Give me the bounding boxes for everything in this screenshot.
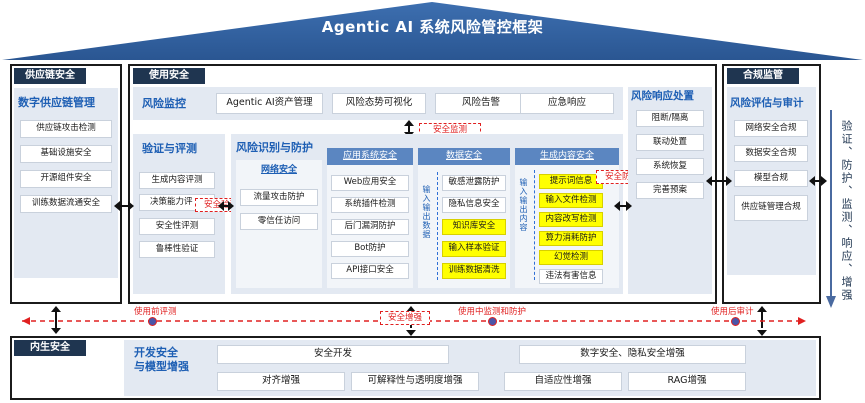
- supply-chain-tab: 供应链安全: [14, 68, 86, 84]
- verification-heading: 验证与评测: [142, 142, 197, 155]
- side-label: 验证、防护、监测、响应、增强: [840, 120, 853, 302]
- intrinsic-heading-2: 与模型增强: [134, 360, 189, 373]
- content-item-file: 输入文件检测: [539, 193, 603, 208]
- content-item-compute: 算力消耗防护: [539, 231, 603, 246]
- compliance-item-data: 数据安全合规: [734, 145, 808, 162]
- usage-tab: 使用安全: [133, 68, 205, 84]
- monitor-heading: 风险监控: [142, 97, 186, 110]
- mid-use-label: 使用中监测和防护: [458, 307, 527, 317]
- monitor-item-visualization: 风险态势可视化: [332, 93, 426, 114]
- response-item-recovery: 系统恢复: [636, 158, 704, 175]
- roof: [2, 2, 863, 60]
- intrinsic-item-rag: RAG增强: [628, 372, 746, 391]
- data-item-input-sample: 输入样本验证: [442, 241, 506, 257]
- compliance-tab: 合规监管: [727, 68, 799, 84]
- supply-item-opensource: 开源组件安全: [20, 170, 112, 188]
- verification-panel: [133, 134, 225, 294]
- compliance-item-supply: 供应链管理合规: [734, 195, 808, 221]
- content-item-illegal: 违法有害信息: [539, 269, 603, 284]
- intrinsic-item-adaptive: 自适应性增强: [504, 372, 622, 391]
- verify-item-content: 生成内容评测: [139, 172, 215, 189]
- intrinsic-item-privacy: 数字安全、隐私安全增强: [519, 345, 746, 364]
- mid-use-dot: [488, 317, 497, 326]
- response-item-block: 阻断/隔离: [636, 110, 704, 127]
- pre-use-label: 使用前评测: [134, 307, 177, 317]
- app-heading: 应用系统安全: [327, 148, 413, 165]
- app-item-bot: Bot防护: [331, 241, 409, 257]
- intrinsic-tab: 内生安全: [14, 340, 86, 356]
- intrinsic-heading-1: 开发安全: [134, 346, 178, 359]
- intrinsic-item-secure-dev: 安全开发: [217, 345, 449, 364]
- network-item-traffic: 流量攻击防护: [240, 189, 318, 206]
- app-item-plugin: 系统插件检测: [331, 197, 409, 213]
- supply-item-attack: 供应链攻击检测: [20, 120, 112, 138]
- response-heading: 风险响应处置: [631, 90, 694, 102]
- response-item-plan: 完善预案: [636, 182, 704, 199]
- supply-item-training-data: 训练数据流通安全: [20, 195, 112, 213]
- compliance-item-network: 网络安全合规: [734, 120, 808, 137]
- app-item-backdoor: 后门漏洞防护: [331, 219, 409, 235]
- data-heading: 数据安全: [418, 148, 510, 165]
- enhance-label: 安全增强: [380, 311, 430, 325]
- content-heading: 生成内容安全: [515, 148, 619, 165]
- data-item-training: 训练数据清洗: [442, 263, 506, 279]
- content-io-label: 输入输出内容: [519, 178, 528, 232]
- identify-heading: 风险识别与防护: [236, 141, 313, 154]
- compliance-heading: 风险评估与审计: [730, 97, 804, 109]
- verify-item-safety: 安全性评测: [139, 218, 215, 235]
- data-io-line: [437, 172, 438, 280]
- content-io-line: [534, 170, 535, 280]
- pre-use-dot: [148, 317, 157, 326]
- network-item-zero-trust: 零信任访问: [240, 213, 318, 230]
- monitor-item-assets: Agentic AI资产管理: [216, 93, 323, 114]
- content-item-rewrite: 内容改写检测: [539, 212, 603, 227]
- monitor-item-emergency: 应急响应: [520, 93, 614, 114]
- app-item-api: API接口安全: [331, 263, 409, 279]
- post-use-label: 使用后审计: [711, 307, 754, 317]
- page-title: Agentic AI 系统风险管控框架: [321, 18, 544, 36]
- content-item-hallucination: 幻觉检测: [539, 250, 603, 265]
- network-heading: 网络安全: [260, 165, 297, 175]
- data-io-label: 输入输出数据: [422, 185, 431, 239]
- app-item-web: Web应用安全: [331, 175, 409, 191]
- data-item-knowledge: 知识库安全: [442, 219, 506, 235]
- compliance-item-model: 模型合规: [734, 170, 808, 187]
- intrinsic-item-alignment: 对齐增强: [217, 372, 345, 391]
- side-arrow: [826, 110, 836, 308]
- supply-item-infra: 基础设施安全: [20, 145, 112, 163]
- intrinsic-item-explainability: 可解释性与透明度增强: [351, 372, 479, 391]
- supply-chain-heading: 数字供应链管理: [18, 96, 95, 109]
- response-item-linkage: 联动处置: [636, 134, 704, 151]
- post-use-dot: [731, 317, 740, 326]
- verify-item-robust: 鲁棒性验证: [139, 241, 215, 258]
- data-item-privacy: 隐私信息安全: [442, 197, 506, 213]
- data-item-leak: 敏感泄露防护: [442, 175, 506, 191]
